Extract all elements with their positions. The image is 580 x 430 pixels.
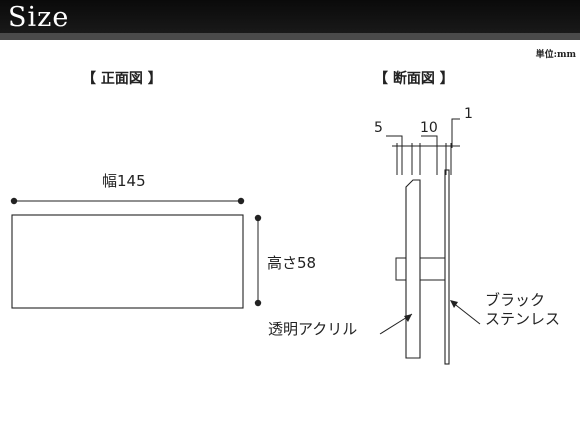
height-dimension-top-dot xyxy=(254,214,262,222)
acrylic-label: 透明アクリル xyxy=(268,320,358,338)
stainless-label-line2: ステンレス xyxy=(485,310,561,328)
front-plate xyxy=(11,214,244,309)
stainless-leader xyxy=(451,301,481,325)
standoff-left xyxy=(395,257,407,281)
dim-leader-1 xyxy=(451,118,460,148)
dim-label-1: 1 xyxy=(464,106,473,122)
width-label: 幅145 xyxy=(102,172,146,190)
stainless-plate xyxy=(444,169,450,365)
stainless-leader-arrow xyxy=(450,300,458,308)
acrylic-leader-arrow xyxy=(404,314,412,322)
standoff-mid xyxy=(419,257,446,281)
section-view-caption: 【 断面図 】 xyxy=(374,71,454,87)
unit-label: 単位:mm xyxy=(535,50,576,60)
front-view-caption: 【 正面図 】 xyxy=(82,71,162,87)
header-strip xyxy=(0,33,580,40)
dim-label-5: 5 xyxy=(374,120,383,136)
width-dimension-left-dot xyxy=(10,197,18,205)
acrylic-plate xyxy=(405,179,421,359)
dim-label-10: 10 xyxy=(420,120,438,136)
stainless-label-line1: ブラック xyxy=(485,291,546,309)
page-title: Size xyxy=(8,2,70,33)
height-dimension-bottom-dot xyxy=(254,299,262,307)
height-label: 高さ58 xyxy=(267,254,317,272)
width-dimension-right-dot xyxy=(237,197,245,205)
